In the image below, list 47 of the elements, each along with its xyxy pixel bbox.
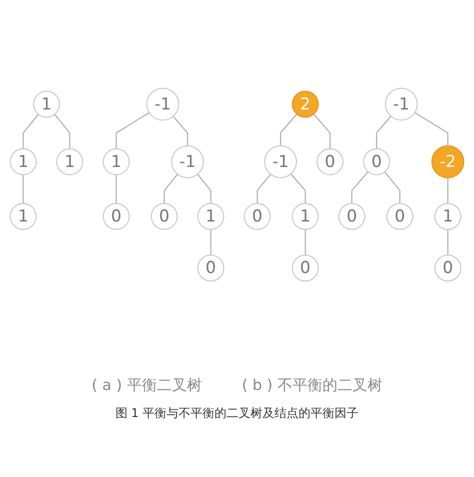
node-circle: 1: [434, 203, 462, 230]
connector: [384, 172, 400, 204]
node-circle: 1: [292, 203, 319, 230]
node-circle: 1: [10, 148, 37, 176]
connector: [256, 174, 271, 204]
node-circle: 1: [10, 203, 37, 230]
node-circle: 0: [150, 203, 178, 230]
node-circle: -1: [264, 146, 297, 179]
connector: [54, 114, 70, 150]
connector: [280, 114, 298, 146]
tree-subtitle: ( a ) 平衡二叉树: [92, 376, 202, 395]
node-circle: 0: [292, 254, 319, 282]
connector: [447, 178, 448, 204]
node-circle: 1: [32, 91, 60, 118]
connector: [197, 174, 212, 204]
connector: [304, 230, 306, 256]
connector: [116, 112, 150, 150]
connector: [351, 172, 368, 204]
node-circle: 0: [316, 148, 344, 176]
connector: [116, 175, 117, 204]
node-circle: 0: [338, 203, 366, 230]
node-circle: 0: [102, 203, 130, 230]
node-circle: 0: [434, 254, 462, 282]
node-circle: 0: [363, 148, 390, 176]
node-circle: 0: [197, 254, 224, 282]
connector: [290, 174, 306, 204]
connector: [414, 112, 448, 146]
connector: [376, 116, 392, 150]
node-circle: 1: [102, 148, 130, 176]
connector: [22, 175, 24, 204]
node-circle: 0: [386, 203, 414, 230]
connector: [172, 116, 188, 146]
tree-subtitle: ( b ) 不平衡的二叉树: [242, 376, 382, 395]
figure-caption: 图 1 平衡与不平衡的二叉树及结点的平衡因子: [115, 405, 359, 422]
node-circle: 1: [56, 148, 84, 176]
node-circle: 2: [292, 91, 319, 118]
connector: [210, 230, 212, 256]
node-circle: -1: [171, 146, 204, 179]
connector: [22, 114, 39, 150]
connector: [164, 174, 178, 204]
node-circle: -2: [431, 146, 464, 179]
connector: [447, 230, 448, 256]
node-circle: -1: [146, 88, 180, 121]
node-circle: -1: [384, 88, 418, 121]
node-circle: 1: [197, 203, 224, 230]
connector: [313, 114, 331, 150]
node-circle: 0: [244, 203, 271, 230]
